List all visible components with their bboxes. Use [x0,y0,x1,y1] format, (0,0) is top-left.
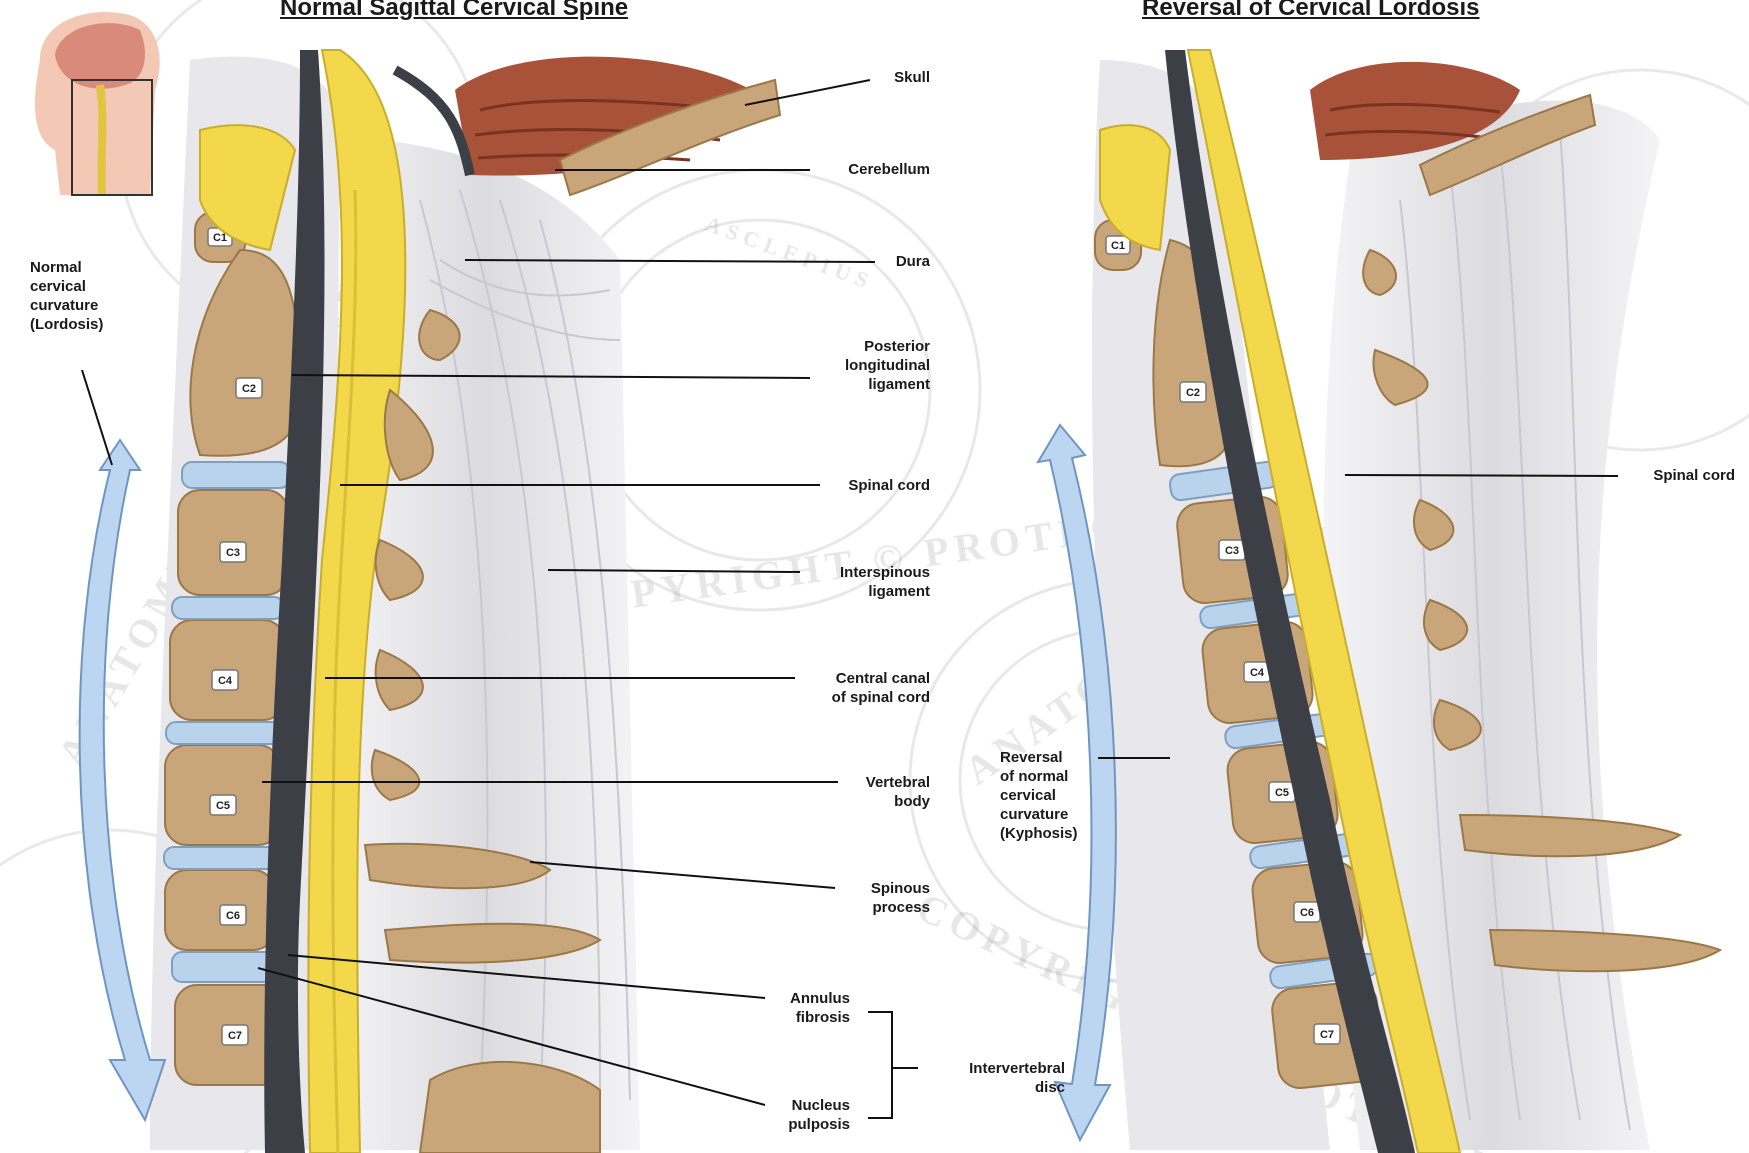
intervertebral-disc [164,847,280,869]
label-nucleus-pulposis: Nucleus pulposis [730,1096,850,1134]
vertebra-number: C6 [1300,907,1314,919]
label-central-canal: Central canal of spinal cord [760,669,930,707]
disc-bracket [868,1012,918,1118]
leader-line [1345,475,1618,476]
vertebra-number: C4 [218,675,233,687]
label-skull: Skull [820,68,930,87]
label-cerebellum: Cerebellum [780,160,930,179]
vertebra-number: C4 [1250,667,1265,679]
label-annulus-fibrosis: Annulus fibrosis [730,989,850,1027]
intervertebral-disc [166,722,282,744]
kyphosis-spine-panel: C1 C2 C3 C4 C5 C6 C7 [1038,50,1720,1153]
vertebra-number: C3 [1225,545,1239,557]
vertebra-number: C1 [1111,240,1125,252]
head-thumbnail [35,12,160,195]
spinous-process [1490,930,1720,971]
label-dura: Dura [820,252,930,271]
vertebra-number: C6 [226,910,240,922]
vertebra-number: C5 [216,800,230,812]
vertebra-number: C7 [1320,1029,1334,1041]
label-posterior-longitudinal-ligament: Posterior longitudinal ligament [770,337,930,394]
label-interspinous-ligament: Interspinous ligament [780,563,930,601]
intervertebral-disc [172,597,284,619]
vertebra-number: C7 [228,1030,242,1042]
intervertebral-disc [182,462,290,488]
label-spinal-cord: Spinal cord [780,476,930,495]
label-spinal-cord-right: Spinal cord [1620,466,1735,485]
vertebra-number: C5 [1275,787,1289,799]
label-spinous-process: Spinous process [800,879,930,917]
vertebra-number: C2 [1186,387,1200,399]
vertebra-number: C2 [242,383,256,395]
leader-line [82,370,112,465]
spinous-process [1460,815,1680,856]
label-intervertebral-disc: Intervertebral disc [920,1059,1065,1097]
label-normal-curvature: Normal cervical curvature (Lordosis) [30,258,150,334]
title-normal: Normal Sagittal Cervical Spine [280,0,628,22]
label-vertebral-body: Vertebral body [800,773,930,811]
vertebra-number: C3 [226,547,240,559]
label-reversal-curvature: Reversal of normal cervical curvature (K… [1000,748,1120,843]
title-kyphosis: Reversal of Cervical Lordosis [1142,0,1479,22]
